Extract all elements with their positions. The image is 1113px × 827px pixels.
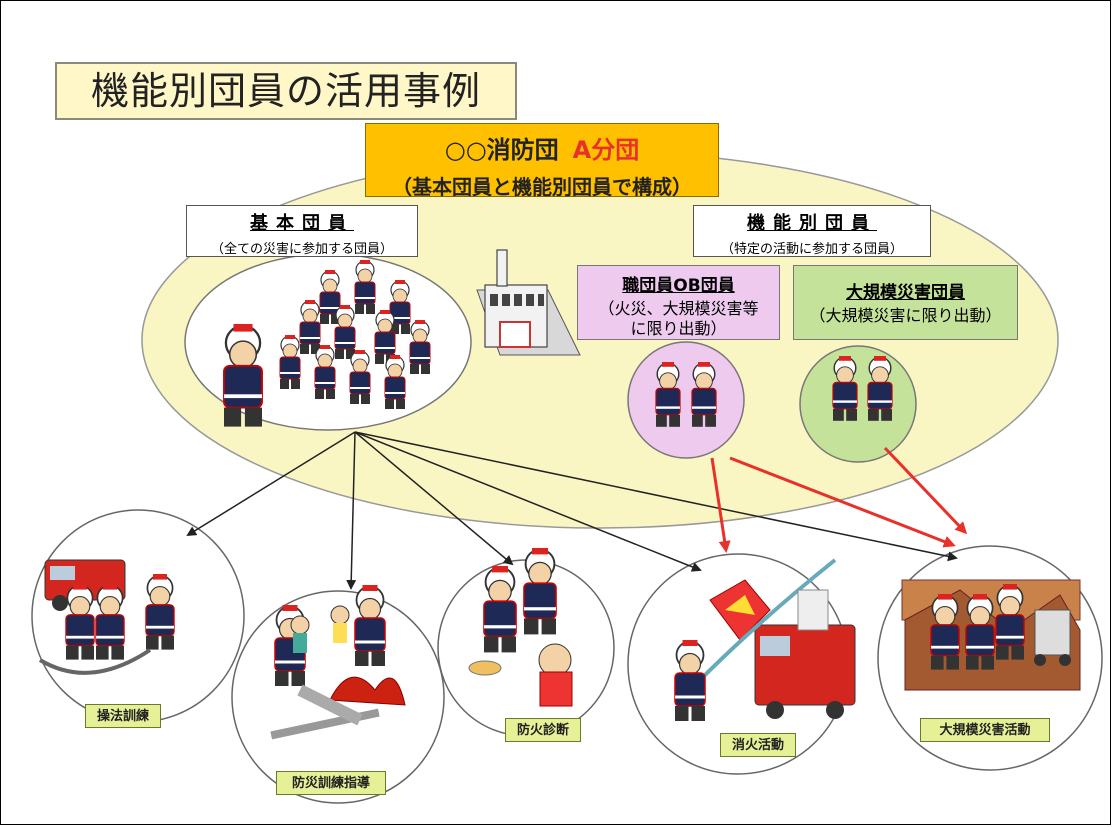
activity-label-fire-inspection: 防火診断 — [505, 718, 581, 742]
functional-members-arrows — [710, 446, 968, 553]
ob-members-line-1: （火災、大規模災害等 — [598, 299, 759, 318]
firefighting-illustration-icon — [674, 558, 856, 722]
arrow-ob-to-large-disaster — [729, 456, 956, 548]
basic-members-title: 基本団員 — [250, 213, 354, 234]
disaster-members-label: 大規模災害団員 （大規模災害に限り出動） — [793, 265, 1018, 340]
fire-inspection-illustration-icon — [468, 547, 573, 707]
unit-box: ○○消防団 A分団 （基本団員と機能別団員で構成） — [365, 123, 719, 199]
pump-drill-illustration-icon — [38, 559, 175, 675]
arrow-to-firefighting — [354, 431, 702, 572]
disaster-drill-illustration-icon — [270, 584, 406, 740]
basic-members-label: 基本団員 （全ての災害に参加する団員） — [186, 205, 418, 257]
functional-members-subtitle: （特定の活動に参加する団員） — [720, 242, 903, 257]
arrow-ob-to-firefighting — [710, 457, 731, 553]
basic-members-arrows — [186, 431, 958, 590]
activity-label-large-disaster: 大規模災害活動 — [920, 718, 1050, 742]
unit-name: ○○消防団 — [444, 136, 559, 164]
activity-label-disaster-drill: 防災訓練指導 — [276, 771, 386, 795]
disaster-members-title: 大規模災害団員 — [846, 283, 965, 303]
ob-members-line-2: に限り出動） — [630, 319, 727, 338]
disaster-members-subtitle: （大規模災害に限り出動） — [809, 306, 1002, 325]
arrow-disaster-to-large-disaster — [883, 446, 968, 535]
functional-members-title: 機能別団員 — [747, 213, 877, 234]
large-disaster-illustration-icon — [901, 579, 1081, 691]
unit-composition: （基本団員と機能別団員で構成） — [392, 175, 692, 199]
fire-station-icon — [476, 249, 581, 356]
arrow-to-large-disaster — [354, 431, 958, 562]
arrow-to-pump-drill — [186, 431, 356, 537]
basic-members-subtitle: （全ての災害に参加する団員） — [210, 242, 393, 257]
unit-branch: A分団 — [572, 136, 640, 164]
arrow-to-disaster-drill — [346, 431, 357, 590]
functional-members-label: 機能別団員 （特定の活動に参加する団員） — [693, 205, 931, 257]
activity-label-pump-drill: 操法訓練 — [85, 704, 161, 728]
page-title: 機能別団員の活用事例 — [55, 62, 517, 120]
ob-members-circle — [627, 341, 745, 459]
ob-members-title: 職団員OB団員 — [622, 276, 735, 296]
ob-members-label: 職団員OB団員 （火災、大規模災害等 に限り出動） — [577, 265, 780, 340]
arrow-to-fire-inspection — [354, 431, 514, 566]
activity-circle-pump-drill — [31, 509, 245, 723]
activity-label-firefighting: 消火活動 — [720, 733, 796, 757]
disaster-members-circle — [799, 345, 917, 463]
unit-name-line: ○○消防団 A分団 — [366, 130, 718, 165]
